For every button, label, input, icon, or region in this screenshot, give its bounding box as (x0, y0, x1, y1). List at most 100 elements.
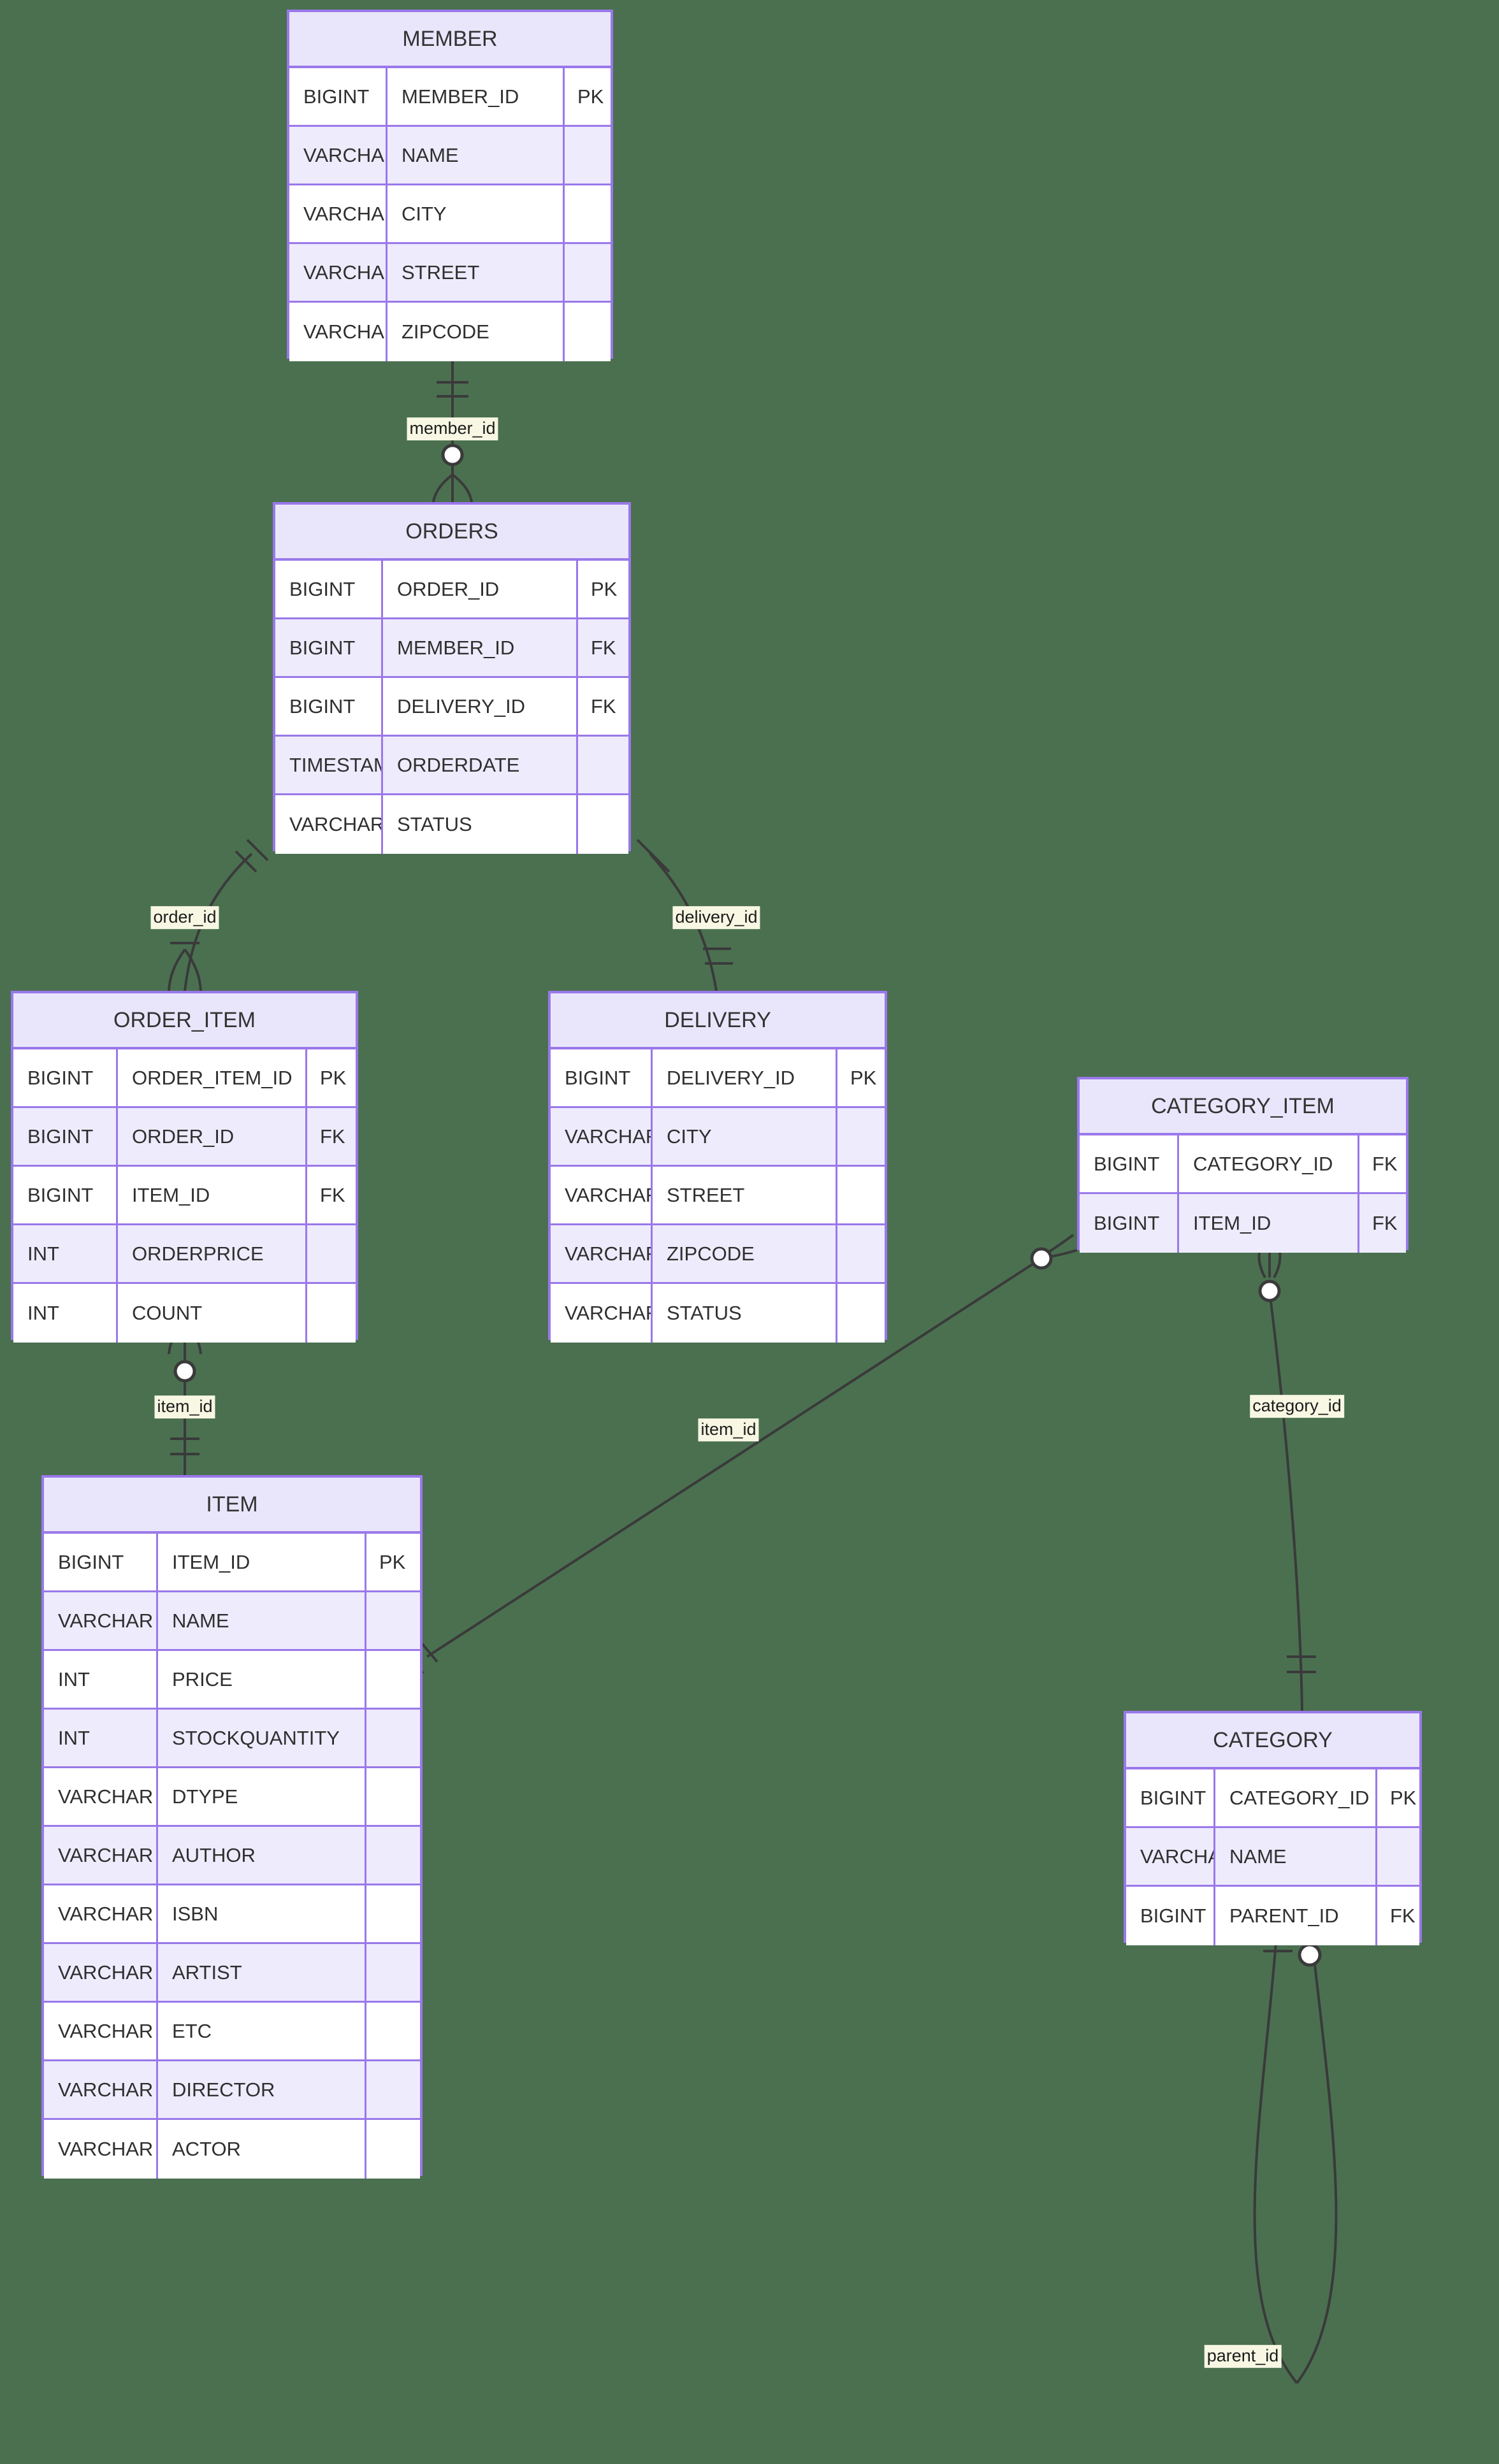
attribute-type: VARCHAR (44, 1944, 158, 2001)
attribute-name: AUTHOR (158, 1827, 366, 1884)
relationship-label-rel-member-orders[interactable]: member_id (407, 417, 498, 440)
attribute-type: BIGINT (1126, 1769, 1215, 1826)
attribute-type: VARCHAR (551, 1167, 653, 1223)
attribute-row[interactable]: TIMESTAMPORDERDATE (275, 737, 628, 795)
attribute-type: VARCHAR (289, 244, 387, 301)
attribute-type: VARCHAR (44, 1885, 158, 1942)
relationship-label-rel-order-item-item[interactable]: item_id (154, 1395, 215, 1418)
attribute-key (366, 1885, 420, 1942)
attribute-type: BIGINT (1080, 1135, 1179, 1192)
attribute-key: FK (320, 1125, 345, 1148)
relationship-label-rel-orders-order-item[interactable]: order_id (150, 906, 219, 929)
entity-member[interactable]: MEMBERBIGINTMEMBER_IDPKVARCHARNAMEVARCHA… (287, 10, 613, 361)
attribute-key: PK (577, 85, 604, 108)
attribute-key (366, 1710, 420, 1766)
attribute-name: ITEM_ID (1179, 1194, 1359, 1253)
attribute-key (1377, 1828, 1419, 1885)
attribute-type: BIGINT (289, 68, 387, 125)
attribute-name: CATEGORY_ID (1215, 1769, 1377, 1826)
attribute-type: VARCHAR (551, 1225, 653, 1282)
attribute-key (366, 2003, 420, 2059)
attribute-type: BIGINT (275, 619, 383, 676)
attribute-name: MEMBER_ID (387, 68, 565, 125)
attribute-name: ZIPCODE (387, 303, 565, 361)
attribute-type: VARCHAR (1126, 1828, 1215, 1885)
attribute-key: FK (1372, 1152, 1398, 1175)
relationship-label-rel-category-parent[interactable]: parent_id (1204, 2345, 1282, 2368)
attribute-key (366, 1944, 420, 2001)
attribute-key (366, 1592, 420, 1649)
attribute-key (837, 1108, 885, 1165)
attribute-type: BIGINT (13, 1049, 118, 1106)
attribute-type: BIGINT (275, 561, 383, 617)
relationship-label-rel-category-item-item[interactable]: item_id (698, 1418, 759, 1441)
attribute-key: FK (591, 636, 616, 659)
attribute-name: ORDER_ITEM_ID (118, 1049, 307, 1106)
attribute-type: VARCHAR (44, 2061, 158, 2118)
relationship-label-rel-category-item-cat[interactable]: category_id (1250, 1395, 1344, 1418)
attribute-type: INT (44, 1651, 158, 1708)
attribute-type: INT (13, 1225, 118, 1282)
attribute-key (837, 1167, 885, 1223)
entity-title: MEMBER (289, 12, 611, 68)
attribute-name: ORDER_ID (118, 1108, 307, 1165)
attribute-key (307, 1284, 356, 1343)
attribute-key (366, 1768, 420, 1825)
relationship-label-rel-orders-delivery[interactable]: delivery_id (672, 906, 760, 929)
attribute-type: VARCHAR (44, 1827, 158, 1884)
entity-category[interactable]: CATEGORYBIGINTCATEGORY_IDPKVARCHARNAMEBI… (1124, 1711, 1422, 1945)
attribute-type: VARCHAR (44, 1768, 158, 1825)
attribute-name: COUNT (118, 1284, 307, 1343)
attribute-key: PK (379, 1550, 406, 1573)
attribute-key (366, 2120, 420, 2179)
attribute-type: INT (13, 1284, 118, 1343)
attribute-key (565, 244, 611, 301)
attribute-name: STOCKQUANTITY (158, 1710, 366, 1766)
attribute-name: NAME (1215, 1828, 1377, 1885)
attribute-key: FK (591, 695, 616, 717)
attribute-key (366, 1651, 420, 1708)
attribute-key (565, 127, 611, 184)
